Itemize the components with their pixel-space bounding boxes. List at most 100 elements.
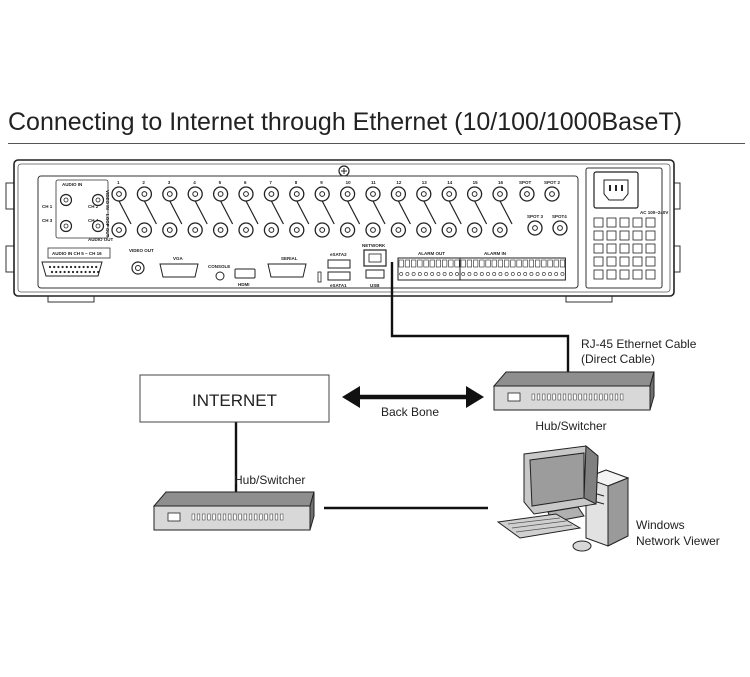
terminal-screw [430, 272, 435, 276]
hub-port [614, 393, 619, 401]
bnc-pin [344, 227, 351, 233]
terminal-screw [535, 272, 540, 276]
spot-label: SPOT4 [552, 214, 567, 219]
bnc-pin [192, 227, 199, 233]
computer-icon [496, 444, 630, 552]
terminal-screw [399, 272, 404, 276]
viewer-label-line1: Windows [636, 518, 685, 532]
hub-port [536, 393, 541, 401]
terminal-slot [460, 259, 466, 268]
bnc-pin [446, 227, 453, 233]
terminal-slot [535, 259, 541, 268]
terminal-screw [442, 272, 447, 276]
vent-slot [619, 217, 630, 228]
terminal-screw [417, 272, 422, 276]
channel-number-label: 9 [320, 180, 323, 185]
bnc-pin [293, 227, 300, 233]
audio-jack-pin [63, 223, 69, 229]
terminal-screw [541, 272, 546, 276]
vent-slot [645, 269, 656, 280]
bnc-pin [141, 191, 148, 197]
hub-port [609, 393, 613, 401]
terminal-screw [486, 272, 490, 276]
hub-port [254, 513, 258, 521]
vent-slot [619, 243, 630, 254]
hub-port [578, 393, 582, 401]
vent-slot [632, 230, 643, 241]
serial-label: SERIAL [281, 256, 298, 261]
bnc-pin [319, 191, 326, 197]
vent-slot [645, 256, 656, 267]
spot-label: SPOT 2 [544, 180, 561, 185]
bnc-pin [370, 227, 376, 233]
audio-jack-pin [63, 197, 69, 203]
alarm-in-label: ALARM IN [484, 251, 506, 256]
terminal-slot [510, 259, 516, 268]
vent-slot [606, 230, 617, 241]
bnc-pin [497, 191, 503, 197]
dsub-pin [97, 270, 100, 274]
channel-number-label: 11 [371, 180, 376, 185]
bnc-pin [446, 191, 453, 197]
loop-link [448, 200, 462, 225]
loop-link [143, 200, 157, 225]
channel-number-label: 14 [447, 180, 453, 185]
terminal-screw [461, 272, 466, 276]
loop-link [169, 200, 183, 225]
terminal-screw [436, 272, 441, 276]
terminal-slot [411, 259, 417, 268]
dsub-pin [82, 265, 85, 269]
audio-out-label: AUDIO OUT [88, 237, 114, 242]
bnc-pin [217, 191, 224, 197]
loop-out-label: LOOP OUT [105, 214, 110, 238]
channel-number-label: 1 [117, 180, 120, 185]
hub-port [573, 393, 577, 401]
hub-port [562, 393, 567, 401]
bnc-pin [116, 227, 122, 233]
hub-port [228, 513, 232, 521]
channel-number-label: 5 [219, 180, 222, 185]
vent-slot [619, 256, 630, 267]
internet-box: INTERNET [139, 374, 330, 423]
hub-port [248, 513, 253, 521]
vent-slot [593, 256, 604, 267]
audio-ch2-label: CH 2 [88, 204, 99, 209]
double-arrow-icon [342, 386, 484, 408]
hub-port [222, 513, 227, 521]
vent-slot [593, 230, 604, 241]
bnc-pin [192, 191, 199, 197]
terminal-slot [417, 259, 423, 268]
video-in-label: VIDEO IN [105, 190, 110, 210]
bnc-pin [116, 191, 122, 197]
bnc-pin [319, 227, 326, 233]
terminal-slot [485, 259, 491, 268]
audio-jack-pin [95, 197, 101, 203]
vent-slot [632, 243, 643, 254]
dsub-pin [95, 265, 98, 269]
hub-port [557, 393, 561, 401]
dsub-pin [59, 270, 62, 274]
hub-port [280, 513, 284, 521]
esata2-label: eSATA2 [330, 252, 347, 257]
vga-label: VGA [173, 256, 184, 261]
hub-port [243, 513, 247, 521]
loop-link [372, 200, 386, 225]
terminal-slot [454, 259, 460, 268]
channel-number-label: 8 [295, 180, 298, 185]
dsub-pin [86, 265, 89, 269]
dsub-pin [80, 270, 83, 274]
terminal-screw [492, 272, 497, 276]
terminal-slot [541, 259, 547, 268]
spot-label: SPOT 3 [527, 214, 544, 219]
spot-label: SPOT [519, 180, 532, 185]
bnc-pin [420, 227, 427, 233]
hub-port [259, 513, 263, 521]
terminal-screw [560, 272, 565, 276]
hub-port [212, 513, 216, 521]
hub-port [599, 393, 603, 401]
vent-slot [606, 243, 617, 254]
dsub-pin [63, 270, 66, 274]
spot-pin [549, 191, 555, 197]
loop-link [270, 200, 284, 225]
terminal-screw [411, 272, 416, 276]
